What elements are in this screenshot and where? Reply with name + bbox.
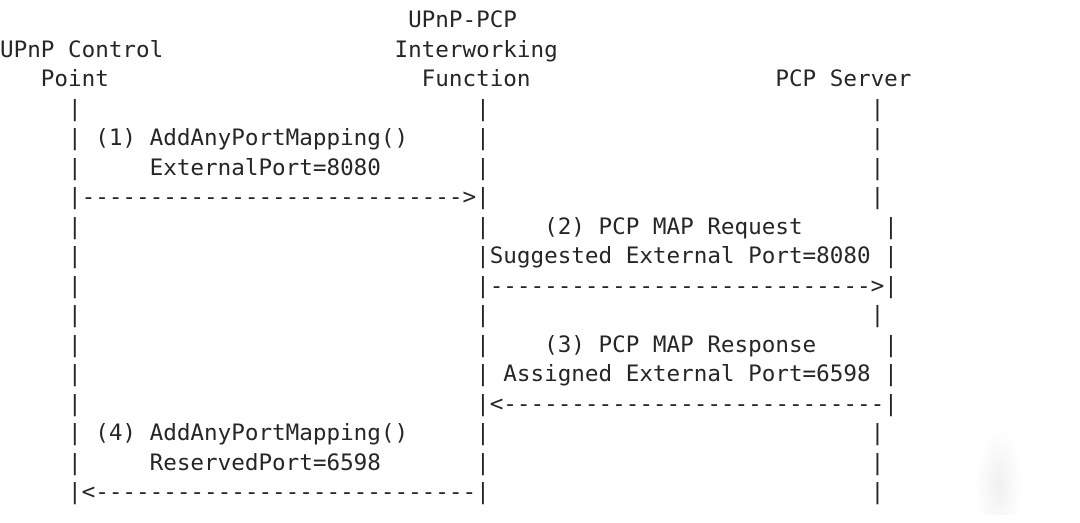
scan-smudge-artifact: [976, 429, 1022, 515]
ascii-art-body: UPnP-PCP UPnP Control Interworking Point…: [0, 7, 912, 505]
